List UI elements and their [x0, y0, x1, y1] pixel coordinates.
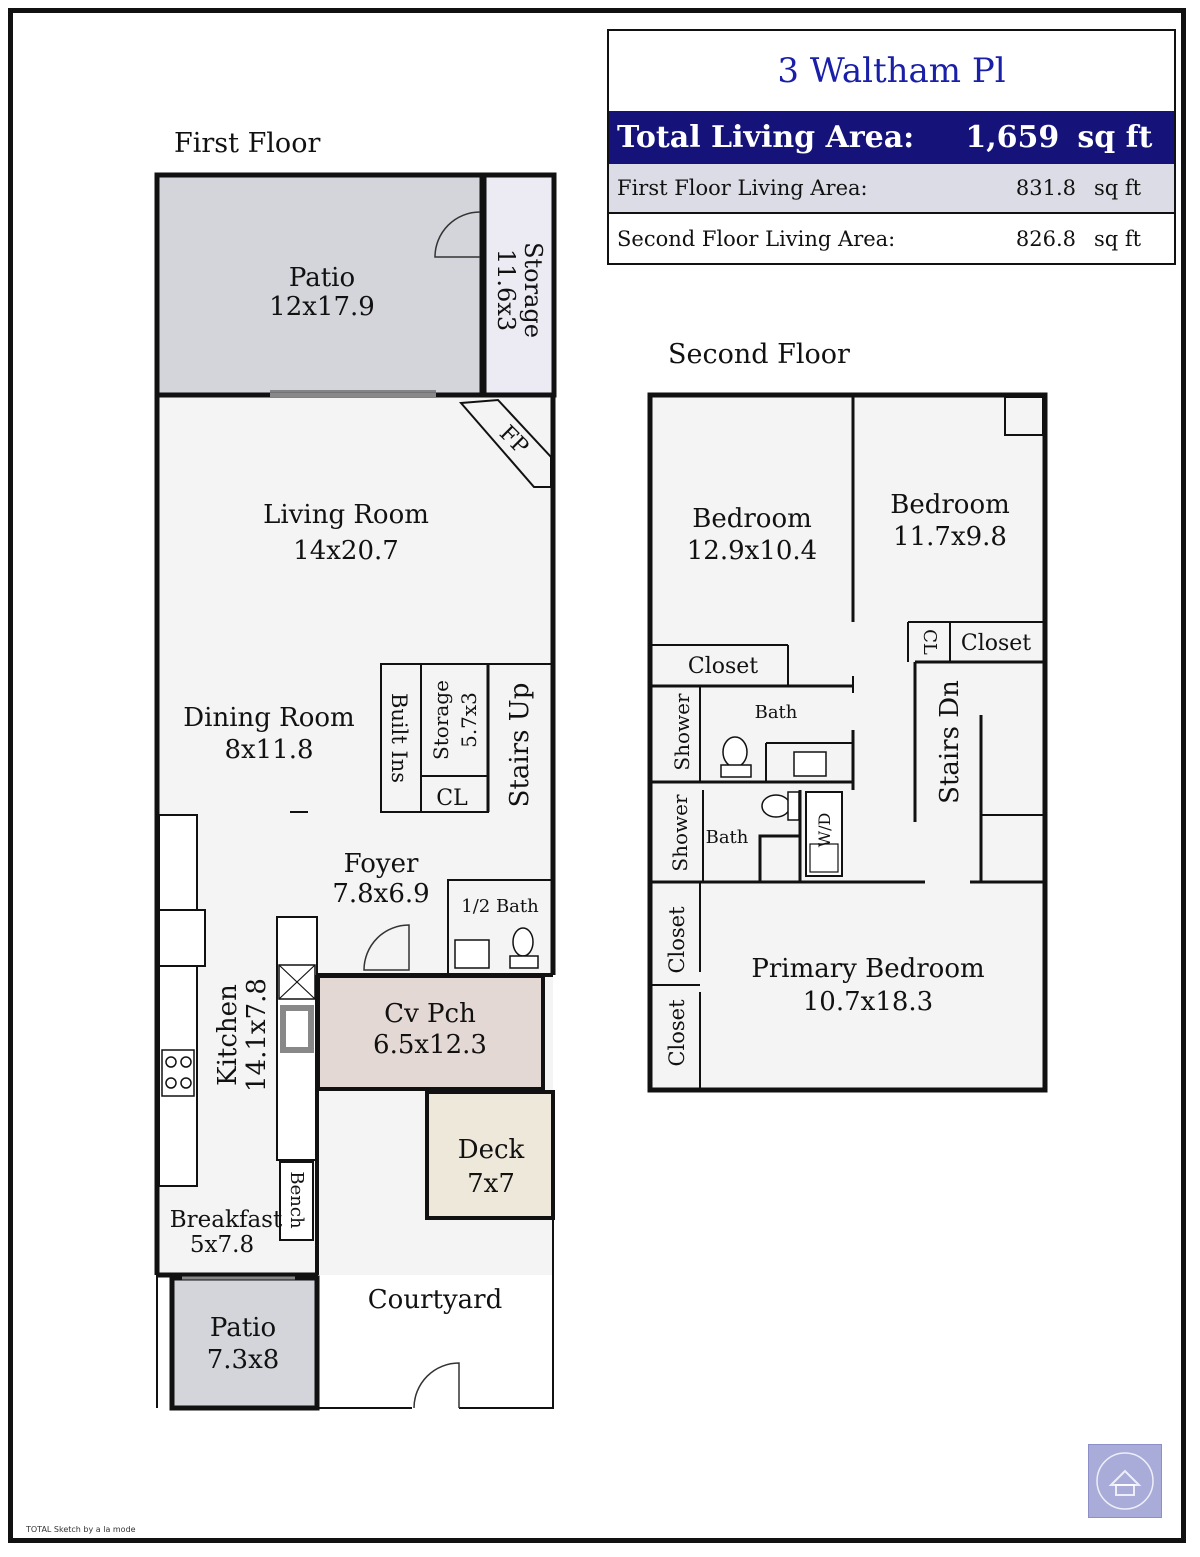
sink-icon [454, 939, 490, 969]
first-floor-area-row: First Floor Living Area: 831.8 sq ft [609, 164, 1174, 214]
kitchen-dims: 14.1x7.8 [242, 978, 272, 1092]
foyer-dims: 7.8x6.9 [332, 879, 429, 909]
cl-label: CL [436, 786, 468, 811]
deck-label: Deck [458, 1135, 525, 1165]
bench [279, 1161, 314, 1241]
cv-pch-label: Cv Pch [384, 999, 476, 1029]
living-room-label: Living Room [263, 500, 429, 530]
storage-mid-dims: 5.7x3 [457, 692, 481, 748]
bedroom-left-dims: 12.9x10.4 [687, 536, 817, 566]
storage-top-room [481, 172, 557, 398]
bath-2-label: Bath [706, 827, 749, 848]
foyer-label: Foyer [344, 849, 419, 879]
breakfast-label: Breakfast [170, 1207, 283, 1233]
total-living-area-row: Total Living Area: 1,659 sq ft [609, 111, 1174, 164]
first-floor-unit: sq ft [1094, 176, 1142, 200]
second-floor-heading: Second Floor [668, 339, 850, 370]
cv-pch-dims: 6.5x12.3 [373, 1030, 487, 1060]
bath-1-label: Bath [755, 702, 798, 723]
primary-bedroom-dims: 10.7x18.3 [803, 987, 933, 1017]
stove-icon [161, 1049, 195, 1097]
closet-p1-label: Closet [665, 906, 689, 974]
cl-right-label: CL [919, 629, 940, 655]
patio-door-swing [434, 211, 481, 258]
cv-pch-room [316, 974, 545, 1091]
half-bath-walls [447, 879, 553, 975]
page-frame [8, 8, 1186, 1543]
fireplace [458, 398, 552, 488]
first-floor-value: 831.8 [1015, 176, 1076, 200]
dining-room-label: Dining Room [183, 703, 354, 733]
brand-logo [1088, 1444, 1162, 1518]
courtyard-wall [459, 1218, 554, 1409]
toilet-icon [512, 927, 534, 957]
total-unit: sq ft [1077, 120, 1153, 155]
bedroom-left-label: Bedroom [692, 504, 812, 534]
second-floor-unit: sq ft [1094, 227, 1142, 251]
courtyard-label: Courtyard [368, 1285, 502, 1315]
total-label: Total Living Area: [617, 120, 915, 155]
shower-1-label: Shower [670, 693, 694, 771]
shower-2-label: Shower [668, 794, 692, 872]
patio-bottom-dims: 7.3x8 [207, 1345, 280, 1375]
closet-right-label: Closet [961, 631, 1031, 656]
closet-p2-label: Closet [665, 999, 689, 1067]
total-value: 1,659 [965, 120, 1060, 155]
credit-text: TOTAL Sketch by a la mode [26, 1525, 136, 1534]
half-bath-label: 1/2 Bath [461, 896, 539, 917]
patio-bottom-room [169, 1275, 320, 1411]
toilet-icon [761, 794, 791, 818]
area-summary-table: 3 Waltham Pl Total Living Area: 1,659 sq… [607, 29, 1176, 265]
toilet-icon [722, 736, 748, 768]
property-address: 3 Waltham Pl [777, 51, 1006, 91]
dishwasher-icon [278, 964, 316, 1000]
courtyard-gate-swing [413, 1362, 460, 1409]
stairs-up-label: Stairs Up [505, 683, 535, 808]
second-floor-value: 826.8 [1015, 227, 1076, 251]
first-floor-heading: First Floor [174, 128, 321, 159]
bedroom-right-label: Bedroom [890, 490, 1010, 520]
wd-label: W/D [815, 813, 834, 848]
storage-mid-label: Storage [429, 680, 453, 760]
living-room-dims: 14x20.7 [293, 536, 399, 566]
storage-top-dims: 11.6x3 [492, 249, 520, 331]
storage-top-label: Storage [519, 242, 547, 338]
second-floor-label: Second Floor Living Area: [617, 227, 896, 251]
bench-label: Bench [286, 1171, 307, 1229]
foyer-door-swing [363, 924, 410, 971]
deck-dims: 7x7 [467, 1169, 515, 1199]
patio-top-label: Patio [289, 263, 355, 293]
kitchen-sink-icon [280, 1005, 314, 1053]
house-logo-icon [1096, 1452, 1154, 1510]
patio-bottom-label: Patio [210, 1313, 276, 1343]
breakfast-dims: 5x7.8 [190, 1232, 254, 1258]
patio-top-dims: 12x17.9 [269, 292, 375, 322]
kitchen-counter-corner [158, 909, 206, 967]
second-floor-plan: Bedroom 12.9x10.4 Bedroom 11.7x9.8 Close… [647, 392, 1048, 1093]
dining-room-dims: 8x11.8 [224, 735, 313, 765]
deck-room [425, 1090, 555, 1220]
kitchen-counter-top [158, 814, 198, 911]
closet-left-label: Closet [688, 654, 758, 679]
bedroom-right-dims: 11.7x9.8 [893, 522, 1007, 552]
right-bedroom-corner-closet [1004, 396, 1044, 436]
first-floor-plan: Patio 12x17.9 Storage 11.6x3 FP Living R… [154, 172, 557, 1411]
kitchen-label: Kitchen [213, 984, 243, 1086]
sink-icon [793, 751, 827, 777]
stairs-dn-label: Stairs Dn [935, 680, 965, 804]
second-floor-area-row: Second Floor Living Area: 826.8 sq ft [609, 214, 1174, 264]
patio-top-room [154, 172, 485, 398]
built-ins-label: Built Ins [387, 693, 411, 783]
first-floor-label: First Floor Living Area: [617, 176, 868, 200]
primary-bedroom-label: Primary Bedroom [751, 954, 984, 984]
